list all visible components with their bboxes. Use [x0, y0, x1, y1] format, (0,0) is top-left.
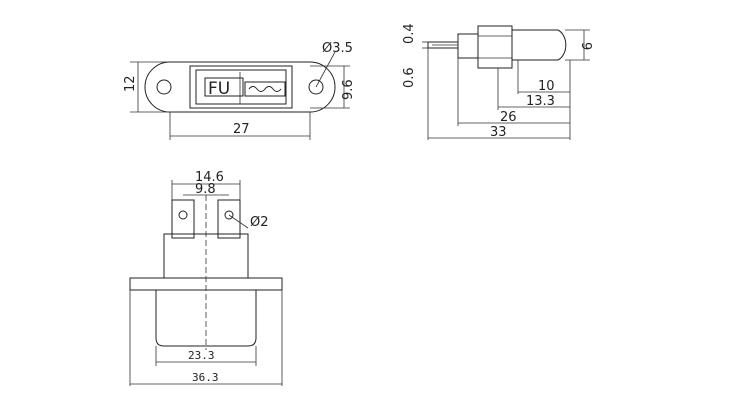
fuse-symbol-box — [244, 81, 286, 97]
dim-06: 0.6 — [402, 67, 417, 88]
leader-hole — [228, 214, 249, 229]
top-view: FU 12 27 Ø3.5 9.6 — [123, 41, 356, 140]
terminal-hole-right — [224, 210, 234, 220]
dim-27: 27 — [233, 122, 250, 137]
fuse-body-inner — [195, 69, 287, 105]
cap-body — [155, 289, 257, 347]
terminal-left — [171, 199, 195, 239]
terminal-hole-left — [178, 210, 188, 220]
dim-96: 9.6 — [341, 79, 356, 100]
dim-146: 14.6 — [195, 170, 224, 185]
side-view: 0.4 0.6 9 10 13.3 26 33 — [402, 23, 593, 140]
dim-hole-2: Ø2 — [250, 215, 269, 230]
dim-133: 13.3 — [526, 94, 555, 109]
dim-26: 26 — [500, 110, 517, 125]
leader-hole — [315, 51, 336, 88]
dim-33: 33 — [490, 125, 507, 140]
dim-363: 36.3 — [192, 371, 219, 384]
dim-98: 9.8 — [195, 182, 216, 197]
mount-hole-right — [308, 79, 324, 95]
fuse-body — [189, 65, 293, 109]
dim-04: 0.4 — [402, 23, 417, 44]
terminal-right — [217, 199, 241, 239]
mount-hole-left — [156, 79, 172, 95]
dim-233: 23.3 — [188, 349, 215, 362]
dim-12: 12 — [123, 75, 138, 92]
fu-label-box — [204, 77, 244, 97]
dim-10: 10 — [538, 79, 555, 94]
nut — [477, 25, 513, 69]
front-view: 14.6 9.8 Ø2 23.3 36.3 — [129, 170, 283, 386]
dim-hole-35: Ø3.5 — [322, 41, 353, 56]
fuse-symbol-wave — [248, 86, 282, 92]
cap — [511, 29, 567, 61]
fu-label: FU — [208, 79, 230, 99]
flange — [457, 33, 479, 59]
dim-9: 9 — [578, 42, 593, 50]
